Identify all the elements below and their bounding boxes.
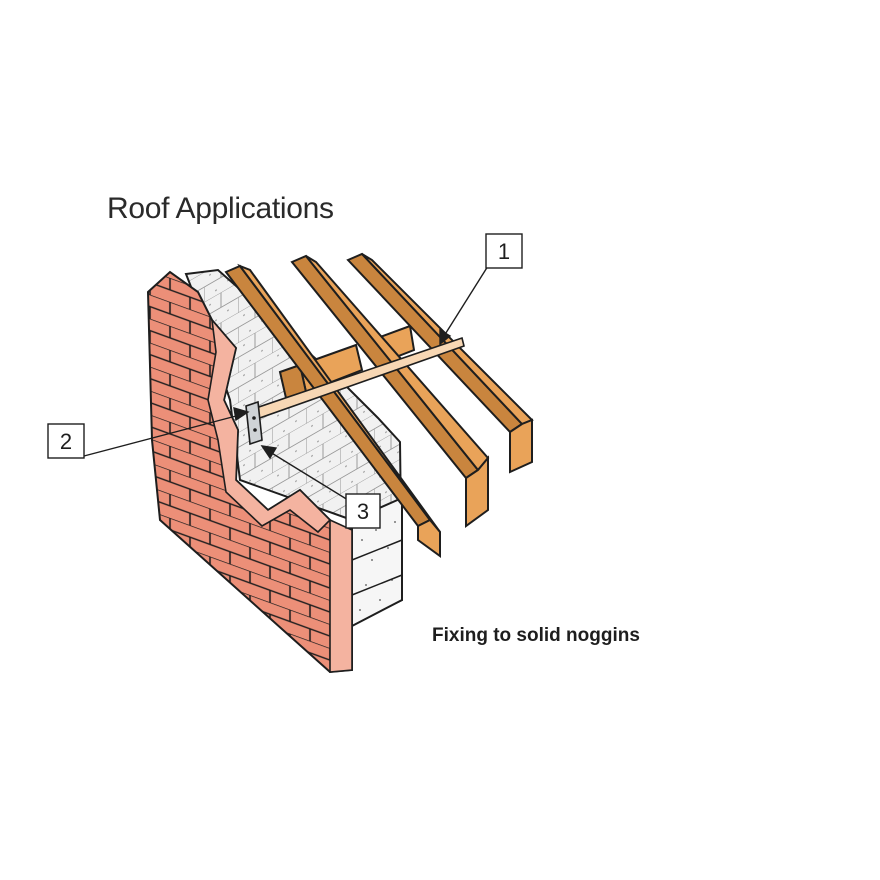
rafter-1 <box>224 263 441 558</box>
callout-2: 2 <box>47 423 85 459</box>
callout-2-label: 2 <box>60 429 72 454</box>
callout-leaders <box>83 265 489 501</box>
callout-3-label: 3 <box>357 499 369 524</box>
diagram-title: Roof Applications <box>107 192 334 225</box>
callout-3: 3 <box>345 493 381 529</box>
brick-leaf <box>146 270 353 674</box>
callout-1-label: 1 <box>498 239 510 264</box>
diagram-caption: Fixing to solid noggins <box>432 625 640 646</box>
restraint-strap <box>245 336 465 446</box>
callout-1: 1 <box>485 233 523 269</box>
